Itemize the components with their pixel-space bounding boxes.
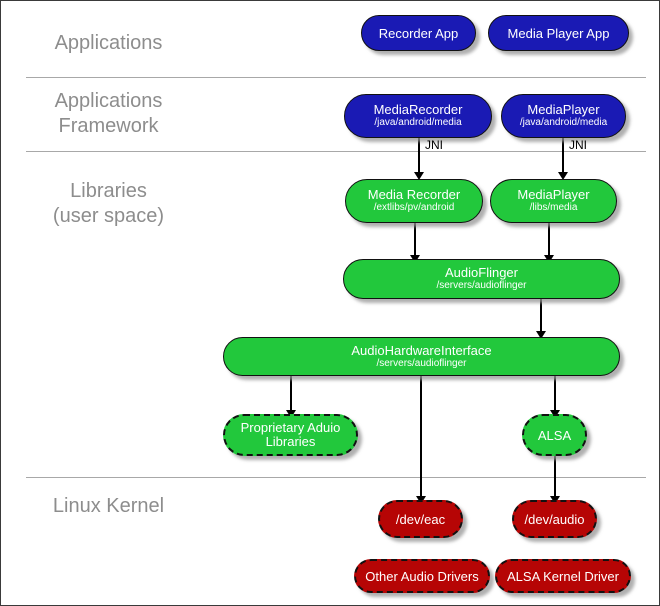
node-mediaplayer-lib[interactable]: MediaPlayer /libs/media [490, 179, 617, 223]
divider-applications [26, 77, 646, 78]
node-alsa-kernel-driver[interactable]: ALSA Kernel Driver [495, 559, 631, 593]
arrowhead-mediaplayer-to-lib [558, 172, 568, 180]
layer-label-applications-framework: Applications Framework [54, 90, 163, 137]
node-audioflinger[interactable]: AudioFlinger /servers/audioflinger [343, 259, 620, 299]
node-proprietary-audio-libraries-line2: Libraries [265, 434, 316, 449]
connector-playerlib-to-audioflinger [548, 223, 550, 259]
connector-audioflinger-to-ahi [540, 299, 542, 335]
node-mediaplayer-lib-title: MediaPlayer [517, 187, 590, 202]
node-mediaplayer[interactable]: MediaPlayer /java/android/media [501, 94, 626, 138]
connector-mediarecorder-to-lib [418, 138, 420, 176]
node-audiohardwareinterface-path: /servers/audioflinger [376, 357, 467, 369]
connector-ahi-to-proprietary [290, 376, 292, 414]
divider-kernel [26, 477, 646, 478]
node-proprietary-audio-libraries-title: Proprietary Aduio [240, 420, 341, 435]
node-media-player-app-title: Media Player App [507, 25, 610, 41]
node-media-recorder-lib[interactable]: Media Recorder /extlibs/pv/android [345, 179, 483, 223]
layer-label-applications: Applications [54, 32, 163, 54]
node-dev-eac[interactable]: /dev/eac [378, 500, 463, 538]
connector-ahi-to-dev-eac [420, 376, 422, 500]
node-mediarecorder-path: /java/android/media [374, 117, 462, 128]
arrowhead-mediarecorder-to-lib [414, 172, 424, 180]
node-media-player-app[interactable]: Media Player App [488, 15, 629, 51]
node-dev-eac-title: /dev/eac [395, 511, 446, 527]
node-dev-audio[interactable]: /dev/audio [512, 500, 597, 538]
node-audioflinger-path: /servers/audioflinger [436, 280, 527, 291]
node-recorder-app-title: Recorder App [378, 25, 459, 41]
node-mediarecorder-title: MediaRecorder [373, 102, 463, 117]
layer-label-linux-kernel: Linux Kernel [52, 495, 165, 517]
connector-ahi-to-alsa [554, 376, 556, 414]
edge-label-jni-player: JNI [569, 138, 587, 152]
connector-alsa-to-dev-audio [554, 456, 556, 500]
arrowhead-audioflinger-to-ahi [536, 331, 546, 339]
node-audioflinger-title: AudioFlinger [445, 265, 518, 280]
node-mediaplayer-title: MediaPlayer [527, 102, 600, 117]
node-alsa-kernel-driver-title: ALSA Kernel Driver [507, 568, 619, 584]
node-mediarecorder[interactable]: MediaRecorder /java/android/media [344, 94, 492, 138]
node-other-audio-drivers-title: Other Audio Drivers [365, 568, 479, 584]
layer-label-libraries: Libraries (user space) [52, 180, 165, 227]
node-audiohardwareinterface-title: AudioHardwareInterface [351, 342, 492, 358]
edge-label-jni-recorder: JNI [425, 138, 443, 152]
node-audiohardwareinterface[interactable]: AudioHardwareInterface /servers/audiofli… [223, 337, 620, 376]
node-dev-audio-title: /dev/audio [524, 511, 585, 527]
node-media-recorder-lib-path: /extlibs/pv/android [373, 202, 455, 213]
node-alsa[interactable]: ALSA [522, 414, 587, 456]
node-mediaplayer-lib-path: /libs/media [529, 202, 578, 213]
node-recorder-app[interactable]: Recorder App [361, 15, 476, 51]
node-mediaplayer-path: /java/android/media [519, 117, 608, 128]
node-proprietary-audio-libraries[interactable]: Proprietary Aduio Libraries [223, 414, 358, 456]
connector-mediaplayer-to-lib [562, 138, 564, 176]
node-media-recorder-lib-title: Media Recorder [367, 187, 461, 202]
node-alsa-title: ALSA [537, 427, 572, 443]
connector-recorderlib-to-audioflinger [414, 223, 416, 259]
node-other-audio-drivers[interactable]: Other Audio Drivers [354, 559, 490, 593]
divider-framework [26, 151, 646, 152]
